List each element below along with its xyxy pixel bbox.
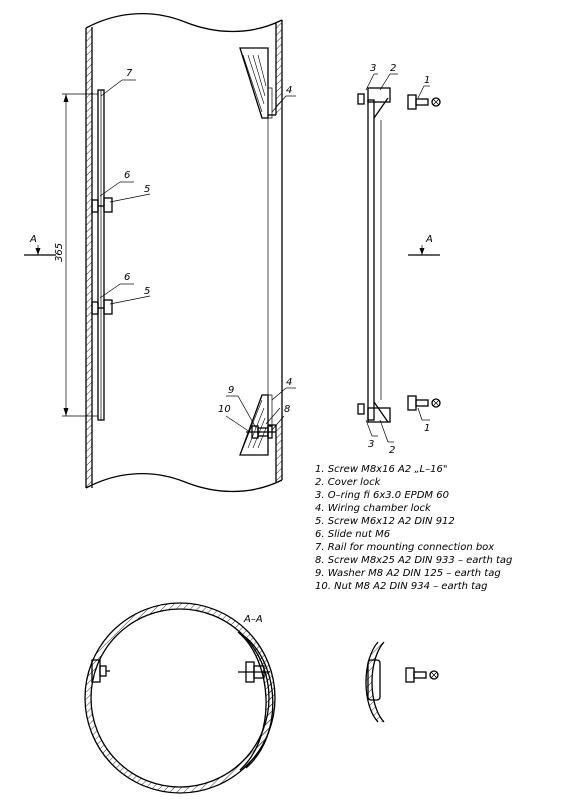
callout-4: 4 — [286, 85, 292, 96]
dimension-365: 365 — [54, 93, 98, 417]
callout-6b: 6 — [124, 272, 130, 283]
screw-bottom — [407, 395, 441, 411]
part-4: 4. Wiring chamber lock — [315, 503, 432, 514]
cover-section-small — [365, 641, 439, 723]
part-2: 2. Cover lock — [315, 477, 382, 488]
callout-6: 6 — [124, 170, 130, 181]
pole-side-view: 365 A 7 6 5 6 5 4 4 8 9 10 — [24, 12, 296, 493]
part-3: 3. O–ring fi 6x3.0 EPDM 60 — [315, 490, 449, 501]
screw-top — [407, 94, 441, 110]
callout-2: 2 — [390, 63, 396, 74]
callout-1: 1 — [424, 75, 430, 86]
dimension-label: 365 — [54, 243, 65, 262]
part-5: 5. Screw M6x12 A2 DIN 912 — [315, 516, 455, 527]
callout-1b: 1 — [424, 423, 430, 434]
section-letter-left: A — [29, 234, 37, 245]
callout-7: 7 — [126, 68, 133, 79]
callout-9: 9 — [228, 385, 234, 396]
part-7: 7. Rail for mounting connection box — [315, 542, 494, 553]
part-6: 6. Slide nut M6 — [315, 529, 390, 540]
cover-side-view: 3 2 1 3 2 1 A — [357, 63, 441, 456]
part-10: 10. Nut M8 A2 DIN 934 – earth tag — [315, 581, 488, 592]
callout-3b: 3 — [368, 439, 374, 450]
section-marker-left: A — [24, 234, 56, 256]
callout-3: 3 — [370, 63, 376, 74]
section-marker-right: A — [408, 234, 440, 256]
rail-screw-lower — [91, 299, 113, 315]
callout-8: 8 — [284, 404, 290, 415]
part-8: 8. Screw M8x25 A2 DIN 933 – earth tag — [315, 555, 512, 566]
section-letter-right: A — [425, 234, 433, 245]
part-1: 1. Screw M8x16 A2 „L–16" — [315, 464, 447, 475]
callout-5b: 5 — [144, 286, 150, 297]
callout-5: 5 — [144, 184, 150, 195]
section-title: A–A — [243, 614, 263, 625]
rail-screw-upper — [91, 197, 113, 213]
callout-2b: 2 — [389, 445, 395, 456]
part-9: 9. Washer M8 A2 DIN 125 – earth tag — [315, 568, 501, 579]
section-view — [84, 602, 276, 794]
callout-10: 10 — [218, 404, 231, 415]
callout-4b: 4 — [286, 377, 292, 388]
parts-list: 1. Screw M8x16 A2 „L–16" 2. Cover lock 3… — [315, 464, 512, 592]
